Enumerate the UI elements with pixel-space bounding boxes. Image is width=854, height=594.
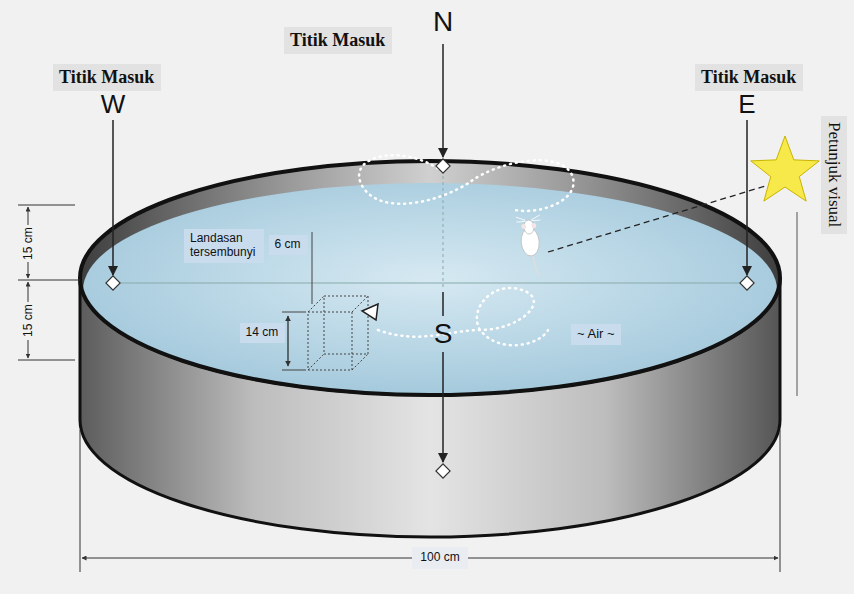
insertion-arrow <box>442 352 444 462</box>
insertion-arrow <box>442 292 444 316</box>
entry-point-box: Titik Masuk <box>695 64 803 91</box>
compass-letter: S <box>432 319 455 350</box>
entry-point-box: Titik Masuk <box>284 27 392 54</box>
dimension-box: 14 cm <box>240 323 285 343</box>
insertion-arrow <box>112 120 114 275</box>
star-shape <box>751 136 819 201</box>
compass-letter: W <box>99 90 128 119</box>
swim-path <box>359 155 573 211</box>
dimension-tick <box>282 370 306 371</box>
node-text: Titik Masuk <box>701 67 797 88</box>
visual-cue-star <box>751 136 819 201</box>
hidden-platform <box>308 296 368 370</box>
pool-rim <box>80 161 780 395</box>
axis-line <box>113 283 745 284</box>
node-text: ~ Air ~ <box>577 327 615 342</box>
node-text: Titik Masuk <box>290 30 386 51</box>
platform-box: Landasan tersembunyi <box>184 229 264 263</box>
sight-line <box>548 180 785 252</box>
node-text: Petunjuk visual <box>824 122 844 228</box>
dimension-label: 15 cm <box>21 226 34 263</box>
node-text: Titik Masuk <box>59 67 155 88</box>
insertion-point <box>106 276 120 290</box>
water <box>83 183 777 397</box>
insertion-point <box>436 159 450 173</box>
platform-marker <box>362 304 378 320</box>
diameter-dimension <box>80 430 780 572</box>
visual-cue-box: Petunjuk visual <box>821 116 847 234</box>
insertion-point <box>436 464 450 478</box>
dimension-label: 100 cm <box>412 547 467 568</box>
node-text: Landasan tersembunyi <box>190 232 258 260</box>
entry-point-box: Titik Masuk <box>53 64 161 91</box>
dimension-tick <box>282 312 306 313</box>
water-box: ~ Air ~ <box>571 324 621 345</box>
compass-letter: E <box>736 90 757 119</box>
node-text: 14 cm <box>246 326 279 340</box>
axis-line <box>443 170 444 290</box>
cue-post <box>797 212 798 396</box>
dimension-box: 6 cm <box>269 235 308 255</box>
dimension-line <box>312 232 313 304</box>
dimension-line <box>287 316 288 366</box>
node-text: 6 cm <box>275 238 302 252</box>
height-dimension <box>18 205 80 360</box>
rat <box>516 215 545 277</box>
insertion-arrow <box>746 120 748 275</box>
compass-letter: N <box>431 7 455 38</box>
insertion-arrow <box>442 44 444 157</box>
dimension-label: 15 cm <box>21 303 34 340</box>
swim-path <box>378 288 548 345</box>
insertion-point <box>740 276 754 290</box>
